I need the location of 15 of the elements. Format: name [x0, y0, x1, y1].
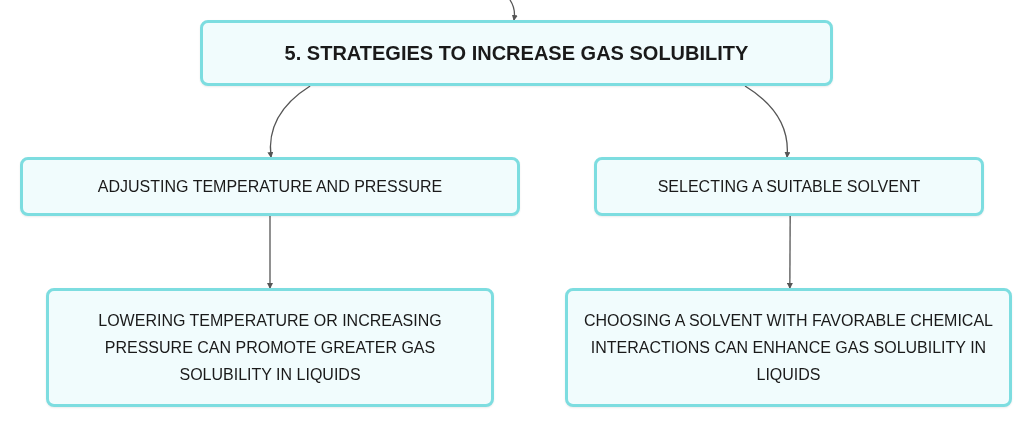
arrow: [509, 0, 518, 21]
topic-box: [594, 157, 984, 216]
heading-text: 5. STRATEGIES TO INCREASE GAS SOLUBILITY: [284, 41, 749, 65]
topic-box: [46, 288, 494, 407]
arrow: [786, 215, 793, 289]
topic-box: [20, 157, 520, 216]
title-box: [200, 20, 833, 86]
node-text: ADJUSTING TEMPERATURE AND PRESSURE: [97, 177, 443, 196]
node-text: SELECTING A SUITABLE SOLVENT: [657, 177, 921, 196]
arrow: [267, 215, 273, 289]
node-text: LOWERING TEMPERATURE OR INCREASING PRESSURE CAN PROMOTE GREATER GAS SOLUBILITY IN LIQUIDS: [97, 311, 443, 385]
node-text: CHOOSING A SOLVENT WITH FAVORABLE CHEMICAL INTERACTIONS CAN ENHANCE GAS SOLUBILITY IN LIQUIDS: [583, 311, 994, 385]
arrow: [744, 85, 791, 158]
topic-box: [565, 288, 1012, 407]
arrow: [267, 85, 311, 158]
